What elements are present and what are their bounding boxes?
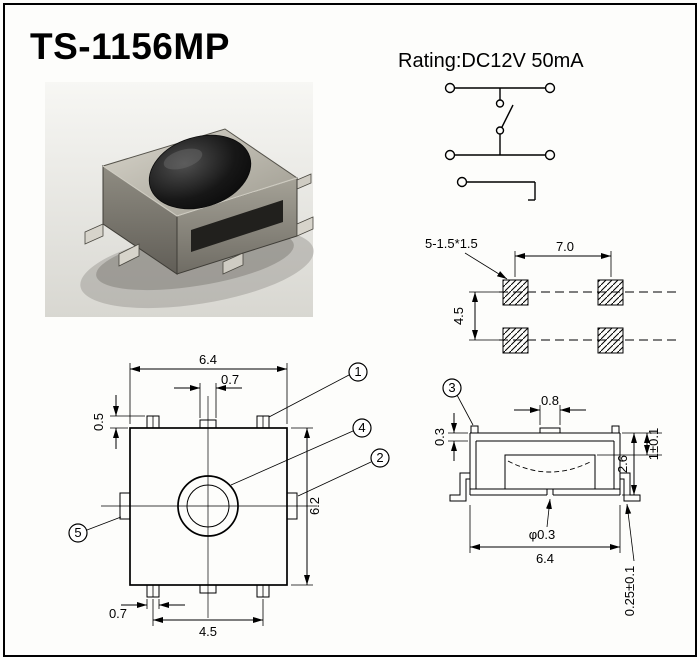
dim-hole: φ0.3 — [529, 498, 556, 542]
circuit-schematic — [444, 82, 556, 201]
part-number-title: TS-1156MP — [30, 26, 230, 67]
terminal-circle — [544, 149, 556, 161]
lead-right — [619, 472, 641, 502]
switch-lever — [501, 104, 514, 128]
pad — [502, 327, 529, 354]
dim-1-plus-minus: 1±0.1 — [597, 428, 662, 460]
lead-tab — [222, 252, 244, 275]
svg-text:2.6: 2.6 — [615, 455, 630, 473]
svg-text:φ0.3: φ0.3 — [529, 527, 556, 542]
dim-0-7-top: 0.7 — [174, 372, 242, 418]
callout-1: 1 — [268, 362, 368, 418]
svg-text:0.7: 0.7 — [221, 372, 239, 387]
svg-text:1±0.1: 1±0.1 — [646, 428, 661, 460]
dim-0-3: 0.3 — [432, 413, 468, 461]
schematic-lines — [444, 82, 556, 201]
lead-tab — [84, 223, 104, 245]
callout-3: 3 — [442, 378, 474, 426]
svg-text:7.0: 7.0 — [556, 239, 574, 254]
svg-text:0.3: 0.3 — [432, 428, 447, 446]
lead-tab — [296, 216, 314, 237]
pad-note-leader — [464, 252, 508, 280]
terminal-circle — [444, 82, 456, 94]
dim-0-7-bottom: 0.7 — [109, 599, 185, 621]
centerlines — [101, 396, 317, 618]
cover-ear — [470, 425, 479, 434]
pad-centerlines — [499, 291, 677, 341]
contact-circle — [495, 126, 505, 135]
dome-contact — [507, 460, 593, 473]
dim-2-6: 2.6 — [615, 432, 662, 496]
switch-photo-body — [84, 128, 314, 275]
svg-text:0.8: 0.8 — [541, 393, 559, 408]
dim-6-2-right: 6.2 — [291, 427, 322, 586]
svg-text:4: 4 — [358, 420, 365, 435]
body-section — [449, 425, 641, 502]
land-pattern-drawing: 5-1.5*1.5 7.0 4.5 — [425, 236, 677, 354]
svg-text:0.7: 0.7 — [109, 606, 127, 621]
solder-pads — [502, 279, 624, 354]
terminal-circle — [544, 82, 556, 94]
pad — [502, 279, 529, 306]
pad — [597, 327, 624, 354]
svg-text:6.4: 6.4 — [199, 352, 217, 367]
lead-tab — [118, 243, 140, 267]
callout-2: 2 — [297, 448, 390, 497]
switch-body-top — [119, 415, 298, 598]
lead-left — [449, 472, 471, 502]
svg-text:6.4: 6.4 — [536, 551, 554, 566]
rating-text: Rating:DC12V 50mA — [398, 50, 584, 72]
svg-text:3: 3 — [448, 380, 455, 395]
svg-text:1: 1 — [354, 364, 361, 379]
dim-0-5-left: 0.5 — [91, 395, 145, 449]
callout-4: 4 — [230, 418, 372, 486]
terminal-circle — [456, 176, 468, 188]
actuator — [504, 454, 596, 490]
top-view-drawing: 6.4 0.7 0.5 6.2 4.5 — [68, 352, 390, 639]
dim-6-4-side: 6.4 — [469, 505, 621, 566]
dim-0-8: 0.8 — [514, 393, 586, 425]
svg-text:5: 5 — [74, 525, 81, 540]
dim-base-thickness: 0.25±0.1 — [622, 503, 637, 617]
dim-6-4-top: 6.4 — [129, 352, 288, 424]
product-photo — [45, 82, 314, 317]
dim-7-0: 7.0 — [514, 239, 612, 277]
svg-text:4.5: 4.5 — [199, 624, 217, 639]
dim-4-5-bottom: 4.5 — [152, 599, 264, 639]
svg-text:4.5: 4.5 — [451, 307, 466, 325]
svg-text:0.5: 0.5 — [91, 413, 106, 431]
dim-4-5-land: 4.5 — [451, 291, 499, 341]
svg-text:2: 2 — [376, 450, 383, 465]
svg-text:6.2: 6.2 — [307, 497, 322, 515]
pad-note-label: 5-1.5*1.5 — [425, 236, 478, 251]
cover-ear — [611, 425, 620, 434]
terminal-circle — [444, 149, 456, 161]
svg-text:0.25±0.1: 0.25±0.1 — [622, 566, 637, 617]
pad — [597, 279, 624, 306]
contact-circle — [495, 99, 505, 108]
center-dimple — [539, 427, 561, 434]
side-view-drawing: 3 0.8 — [432, 378, 662, 617]
callout-5: 5 — [68, 516, 122, 543]
